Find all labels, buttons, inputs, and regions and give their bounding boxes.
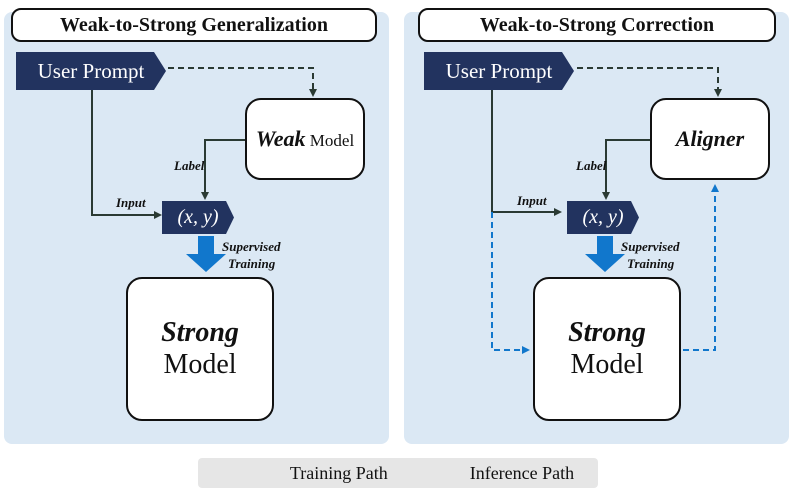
right-xy-pair: (x, y) xyxy=(567,201,639,234)
weak-model-box: Weak Model xyxy=(245,98,365,180)
left-label-text: Label xyxy=(174,158,205,173)
left-strong-word: Strong xyxy=(161,317,239,348)
left-user-prompt: User Prompt xyxy=(16,52,166,90)
right-input-text: Input xyxy=(517,193,547,208)
left-panel-title: Weak-to-Strong Generalization xyxy=(11,8,377,42)
right-user-prompt: User Prompt xyxy=(424,52,574,90)
legend-training-label: Training Path xyxy=(289,462,388,483)
weak-word: Weak xyxy=(255,126,306,151)
right-strong-model-box: Strong Model xyxy=(533,277,681,421)
left-strong-model-box: Strong Model xyxy=(126,277,274,421)
model-word: Model xyxy=(305,131,355,150)
right-label-text: Label xyxy=(576,158,607,173)
right-strong-word: Strong xyxy=(568,317,646,348)
legend: Training Path Inference Path xyxy=(198,458,598,488)
legend-inference-label: Inference Path xyxy=(469,462,575,483)
left-supervised-text: Supervised xyxy=(222,239,281,254)
left-input-text: Input xyxy=(116,195,146,210)
weak-model-label: Weak Model xyxy=(256,126,354,152)
right-panel-title: Weak-to-Strong Correction xyxy=(418,8,776,42)
aligner-box: Aligner xyxy=(650,98,770,180)
right-training-text: Training xyxy=(627,256,675,271)
aligner-label: Aligner xyxy=(675,126,745,151)
right-supervised-text: Supervised xyxy=(621,239,680,254)
left-xy-pair: (x, y) xyxy=(162,201,234,234)
left-model-word: Model xyxy=(163,349,237,380)
left-training-text: Training xyxy=(228,256,276,271)
right-model-word: Model xyxy=(570,349,644,380)
